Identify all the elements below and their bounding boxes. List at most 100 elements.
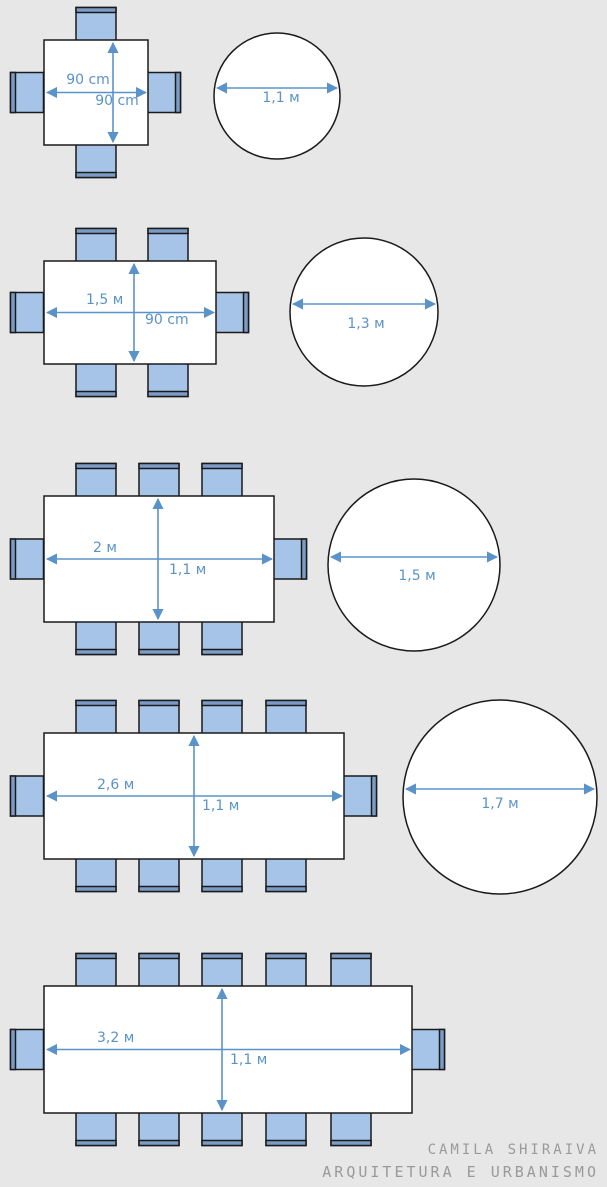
- length-label: 1,5 м: [86, 292, 123, 308]
- chair-back: [9, 538, 17, 580]
- diameter-label: 1,3 м: [347, 316, 384, 332]
- chair: [201, 857, 243, 893]
- table-row-10-seats: 2,6 м 1,1 м 1,7 м: [9, 699, 598, 895]
- chair-back: [75, 1139, 117, 1147]
- chair-back: [138, 952, 180, 960]
- chair-back: [138, 699, 180, 707]
- length-label: 3,2 м: [97, 1030, 134, 1046]
- chair-back: [9, 71, 17, 114]
- chair: [138, 952, 180, 988]
- round-table: [213, 32, 341, 160]
- diagram-root: 90 cm 90 cm 1,1 м 1,5 м 90 cm 1,3 м 2 м 1,1 м 1,…: [9, 6, 598, 1147]
- chair: [265, 699, 307, 735]
- chair: [330, 1111, 372, 1147]
- chair: [75, 620, 117, 656]
- diameter-label: 1,7 м: [481, 796, 518, 812]
- chair: [75, 857, 117, 893]
- width-label: 1,1 м: [202, 798, 239, 814]
- chair-back: [265, 699, 307, 707]
- chair-back: [138, 1139, 180, 1147]
- chair: [265, 952, 307, 988]
- chair: [201, 699, 243, 735]
- width-label: 1,1 м: [169, 562, 206, 578]
- chair: [75, 699, 117, 735]
- chair-back: [75, 699, 117, 707]
- chair: [9, 775, 45, 817]
- chair-back: [9, 291, 17, 334]
- chair: [265, 1111, 307, 1147]
- chair: [201, 952, 243, 988]
- chair-back: [201, 885, 243, 893]
- chair: [214, 291, 250, 334]
- chair: [138, 699, 180, 735]
- chair-back: [75, 171, 117, 179]
- chair-back: [300, 538, 308, 580]
- chair: [75, 227, 117, 263]
- chair: [75, 952, 117, 988]
- chair-back: [138, 462, 180, 470]
- chair-back: [370, 775, 378, 817]
- chair: [147, 227, 189, 263]
- chair-back: [75, 462, 117, 470]
- chair-back: [147, 227, 189, 235]
- chair-back: [75, 952, 117, 960]
- chair-back: [438, 1028, 446, 1071]
- chair: [147, 362, 189, 398]
- chair-back: [9, 1028, 17, 1071]
- chair-back: [330, 1139, 372, 1147]
- credit-name: CAMILA SHIRAIVA: [427, 1142, 599, 1158]
- chair: [272, 538, 308, 580]
- length-label: 2 м: [93, 540, 117, 556]
- chair: [138, 462, 180, 498]
- chair-back: [75, 390, 117, 398]
- chair: [265, 857, 307, 893]
- chair-back: [9, 775, 17, 817]
- chair-back: [330, 952, 372, 960]
- round-table: [402, 699, 598, 895]
- chair: [201, 462, 243, 498]
- chair-back: [75, 6, 117, 14]
- diameter-label: 1,5 м: [398, 568, 435, 584]
- chair-back: [174, 71, 182, 114]
- chair: [9, 538, 45, 580]
- chair-back: [201, 1139, 243, 1147]
- chair: [410, 1028, 446, 1071]
- chair-back: [265, 885, 307, 893]
- chair: [9, 71, 45, 114]
- credit-subtitle: ARQUITETURA E URBANISMO: [322, 1163, 599, 1181]
- round-table: [289, 237, 439, 387]
- chair-back: [265, 1139, 307, 1147]
- table-row-12-seats: 3,2 м 1,1 м: [9, 952, 446, 1147]
- chair: [75, 362, 117, 398]
- chair: [201, 620, 243, 656]
- chair: [138, 1111, 180, 1147]
- width-label: 90 cm: [145, 312, 189, 328]
- table-row-6-seats: 1,5 м 90 cm 1,3 м: [9, 227, 439, 398]
- chair: [75, 6, 117, 42]
- chair: [330, 952, 372, 988]
- chair-back: [201, 699, 243, 707]
- chair: [146, 71, 182, 114]
- width-label: 90 cm: [95, 93, 139, 109]
- chair: [75, 143, 117, 179]
- chair-back: [242, 291, 250, 334]
- table-row-8-seats: 2 м 1,1 м 1,5 м: [9, 462, 501, 656]
- chair: [201, 1111, 243, 1147]
- chair-back: [201, 952, 243, 960]
- chair-back: [138, 885, 180, 893]
- width-label: 1,1 м: [230, 1052, 267, 1068]
- chair-back: [265, 952, 307, 960]
- length-label: 2,6 м: [97, 777, 134, 793]
- chair-back: [201, 648, 243, 656]
- chair-back: [201, 462, 243, 470]
- chair: [342, 775, 378, 817]
- chair-back: [138, 648, 180, 656]
- diameter-label: 1,1 м: [262, 90, 299, 106]
- chair: [138, 620, 180, 656]
- chair-back: [147, 390, 189, 398]
- chair: [75, 462, 117, 498]
- chair: [75, 1111, 117, 1147]
- round-table: [327, 478, 501, 652]
